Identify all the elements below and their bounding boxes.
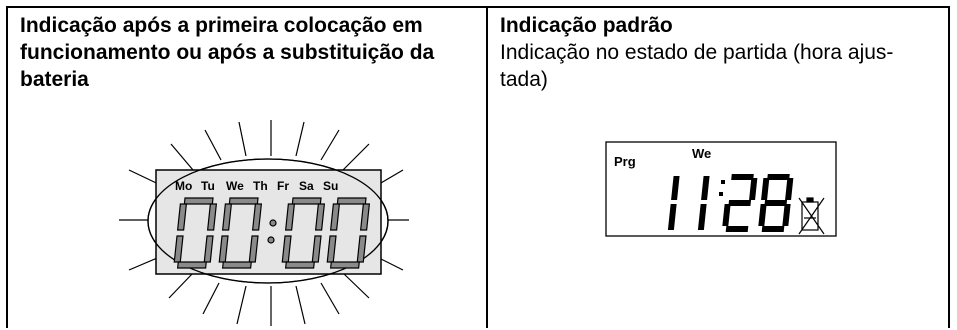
table-left-border bbox=[6, 6, 8, 328]
standard-lcd-frame bbox=[605, 141, 837, 237]
first-start-heading: Indicação após a primeira colocação em f… bbox=[20, 14, 435, 91]
first-start-cell: Indicação após a primeira colocação em f… bbox=[20, 12, 476, 93]
day-th: Th bbox=[253, 179, 268, 193]
day-tu: Tu bbox=[201, 179, 215, 193]
standard-display-description: Indicação no estado de partida (hora aju… bbox=[500, 41, 894, 91]
day-mo: Mo bbox=[175, 179, 192, 193]
lcd-frame bbox=[155, 169, 382, 275]
program-label: Prg bbox=[614, 154, 636, 169]
table-right-border bbox=[948, 6, 950, 328]
flashing-lcd-display: Mo Tu We Th Fr Sa Su bbox=[119, 120, 409, 326]
time-digits-11-28 bbox=[667, 174, 794, 232]
table-column-divider bbox=[486, 6, 488, 328]
segment-digits-00-00 bbox=[173, 197, 371, 269]
day-fr: Fr bbox=[277, 179, 289, 193]
standard-display-cell: Indicação padrão Indicação no estado de … bbox=[500, 12, 940, 93]
weekday-labels: Mo Tu We Th Fr Sa Su bbox=[175, 179, 338, 193]
standard-lcd-display: Prg We bbox=[605, 141, 837, 237]
standard-display-heading: Indicação padrão bbox=[500, 14, 673, 37]
day-sa: Sa bbox=[299, 179, 314, 193]
battery-crossed-icon bbox=[798, 197, 825, 235]
table-top-border bbox=[6, 6, 950, 8]
day-we: We bbox=[226, 179, 244, 193]
day-su: Su bbox=[323, 179, 338, 193]
instruction-table: Indicação após a primeira colocação em f… bbox=[6, 6, 950, 328]
current-day-label: We bbox=[692, 146, 711, 161]
